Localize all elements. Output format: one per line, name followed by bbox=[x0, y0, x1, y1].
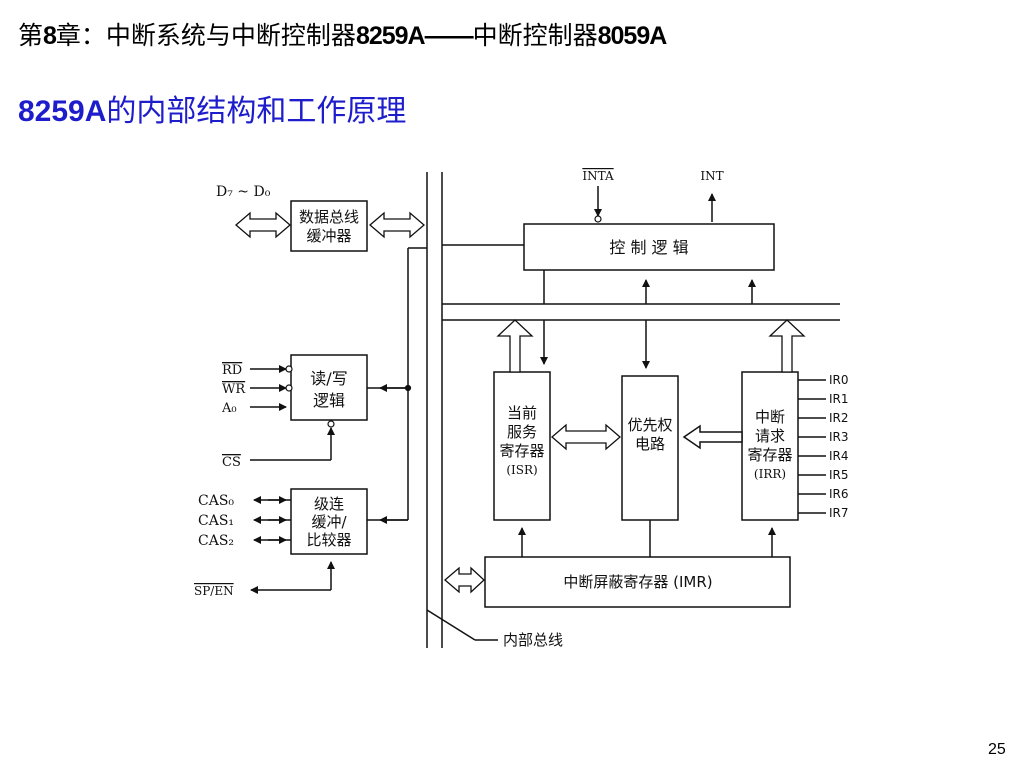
irr-label-2: 请求 bbox=[755, 427, 785, 445]
cascade-label-1: 级连 bbox=[314, 495, 344, 513]
isr-label-1: 当前 bbox=[507, 404, 537, 422]
title-chapter-number: 8 bbox=[43, 22, 57, 50]
title-chip-1: 8259A bbox=[355, 22, 426, 50]
priority-box bbox=[621, 375, 679, 521]
ir-label: IR7 bbox=[829, 506, 849, 520]
spen-label: SP/EN bbox=[194, 584, 234, 598]
cascade-box bbox=[290, 488, 368, 555]
irr-label-3: 寄存器 bbox=[747, 446, 792, 464]
ir-label: IR1 bbox=[829, 392, 849, 406]
cs-label: CS bbox=[222, 455, 241, 470]
cas0-label: CAS₀ bbox=[198, 493, 234, 509]
rd-label: RD bbox=[222, 363, 242, 378]
control-logic-box bbox=[523, 223, 775, 271]
wr-label: WR bbox=[222, 382, 246, 397]
data-bus-label: D₇ ~ D₀ bbox=[216, 184, 271, 200]
ir-label: IR5 bbox=[829, 468, 849, 482]
title-text: 章：中断系统与中断控制器 bbox=[55, 21, 356, 50]
slide-subtitle: 8259A的内部结构和工作原理 bbox=[18, 86, 406, 130]
irr-box bbox=[741, 371, 799, 521]
subtitle-chip: 8259A bbox=[18, 95, 107, 128]
buffer-label-2: 缓冲器 bbox=[306, 227, 351, 245]
isr-label-3: 寄存器 bbox=[499, 442, 544, 460]
data-bus-arrow bbox=[235, 211, 291, 239]
irr-label-4: (IRR) bbox=[754, 467, 786, 481]
cascade-label-2: 缓冲/ bbox=[311, 513, 347, 531]
title-dash: —— bbox=[424, 22, 474, 50]
int-label: INT bbox=[700, 169, 723, 183]
irr-label-1: 中断 bbox=[755, 408, 785, 426]
ir-label: IR6 bbox=[829, 487, 849, 501]
title-prefix: 第 bbox=[18, 21, 44, 50]
isr-label-4: (ISR) bbox=[506, 463, 537, 477]
ir-label: IR0 bbox=[829, 373, 849, 387]
control-logic-label: 控 制 逻 辑 bbox=[609, 238, 688, 257]
imr-bus-arrow bbox=[444, 566, 485, 594]
ir-label: IR4 bbox=[829, 449, 849, 463]
ir-label: IR3 bbox=[829, 430, 849, 444]
isr-priority-arrow bbox=[551, 423, 621, 451]
cas2-label: CAS₂ bbox=[198, 533, 234, 549]
imr-box bbox=[484, 556, 791, 608]
a0-label: A₀ bbox=[221, 401, 237, 416]
buffer-bus-arrow bbox=[369, 211, 425, 239]
buffer-label-1: 数据总线 bbox=[299, 208, 359, 226]
ir-label: IR2 bbox=[829, 411, 849, 425]
page-number: 25 bbox=[988, 741, 1006, 758]
ir-labels: IR0 IR1 IR2 IR3 IR4 IR5 IR6 IR7 bbox=[829, 373, 849, 520]
isr-label-2: 服务 bbox=[507, 423, 537, 441]
cas1-label: CAS₁ bbox=[198, 513, 234, 529]
data-bus-buffer-box bbox=[290, 200, 368, 252]
slide-title: 第8章：中断系统与中断控制器8259A——中断控制器8059A bbox=[18, 16, 1018, 52]
priority-label-1: 优先权 bbox=[627, 416, 672, 434]
isr-up-arrow bbox=[496, 319, 534, 373]
rw-label-1: 读/写 bbox=[310, 369, 347, 388]
subtitle-text: 的内部结构和工作原理 bbox=[106, 94, 407, 129]
title-text-2: 中断控制器 bbox=[472, 21, 598, 50]
inta-label: INTA bbox=[582, 169, 614, 183]
isr-box bbox=[493, 371, 551, 521]
irr-up-arrow bbox=[768, 319, 806, 373]
priority-label-2: 电路 bbox=[635, 435, 665, 453]
imr-label: 中断屏蔽寄存器 (IMR) bbox=[563, 573, 712, 591]
rw-label-2: 逻辑 bbox=[313, 391, 345, 410]
title-chip-2: 8059A bbox=[597, 22, 668, 50]
internal-bus-label: 内部总线 bbox=[503, 631, 563, 649]
cascade-label-3: 比较器 bbox=[306, 531, 351, 549]
